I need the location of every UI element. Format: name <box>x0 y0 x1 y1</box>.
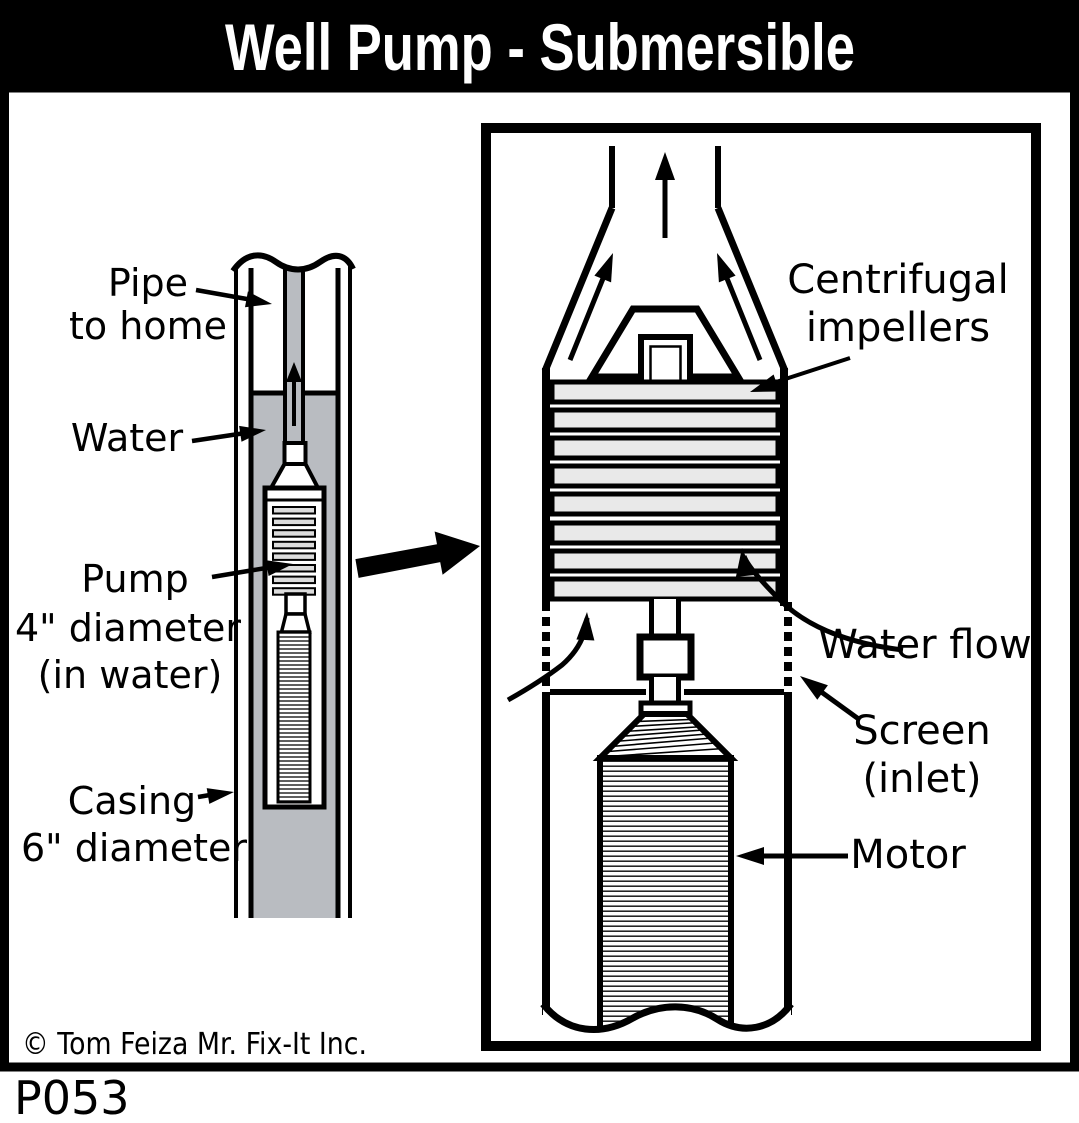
motor-label: Motor <box>850 832 966 878</box>
screen-leader-arrowhead <box>800 676 828 700</box>
content-border <box>0 83 1079 1072</box>
detail-callout-arrow <box>355 531 480 578</box>
pipe-leader-arrowhead <box>245 291 272 308</box>
pump-leader-arrowhead <box>266 560 293 576</box>
pump-leader-line <box>211 563 279 580</box>
well-overview-diagram: Pipe to home Water Pump 4" diameter (in … <box>15 252 480 918</box>
impeller-stack-small <box>272 506 316 596</box>
motor-body <box>597 755 734 1037</box>
motor-taper-small <box>279 612 312 634</box>
title-bar <box>0 0 1079 92</box>
pump-label-line2: 4" diameter <box>15 606 241 650</box>
screen-label-line1: Screen <box>853 708 991 754</box>
motor-leader-arrowhead <box>736 847 764 865</box>
check-valve-small <box>282 441 308 466</box>
pump-detail-diagram: Centrifugal impellers Water flow Screen … <box>481 123 1041 1051</box>
motor-neck-small <box>284 592 307 616</box>
pump-label-line3: (in water) <box>38 653 223 697</box>
left-labels: Pipe to home Water Pump 4" diameter (in … <box>15 261 293 870</box>
water-label: Water <box>71 416 184 460</box>
pump-shaft <box>636 599 695 717</box>
water-flow-leader-arrowhead <box>735 548 754 577</box>
well-casing <box>230 252 356 918</box>
inlet-flow-arrow <box>506 612 595 703</box>
figure-id: P053 <box>14 1071 130 1123</box>
casing-top-wavy-edge <box>230 252 356 273</box>
impellers-leader-arrowhead <box>750 374 780 392</box>
drop-pipe <box>283 268 305 443</box>
motor-small <box>276 630 312 804</box>
impeller-stack <box>542 368 788 606</box>
motor-assembly <box>592 711 739 1037</box>
impellers-leader-line <box>772 356 851 385</box>
water-flow-label: Water flow <box>818 622 1031 668</box>
casing-label-line1: Casing <box>68 779 196 823</box>
impellers-label-line1: Centrifugal <box>787 257 1009 303</box>
up-flow-arrow-small <box>286 362 302 426</box>
copyright: © Tom Feiza Mr. Fix-It Inc. <box>22 1027 367 1062</box>
screen-label-line2: (inlet) <box>862 756 981 802</box>
water-leader-arrowhead <box>239 425 266 442</box>
outlet-flow-arrow-left <box>567 253 613 361</box>
outlet-flow-arrow-center <box>655 152 675 238</box>
pipe-label-line2: to home <box>69 304 227 348</box>
detail-labels: Centrifugal impellers Water flow Screen … <box>735 257 1032 878</box>
outlet-flow-arrow-right <box>717 253 763 361</box>
casing-label-line2: 6" diameter <box>21 826 247 870</box>
page-title: Well Pump - Submersible <box>225 10 855 84</box>
casing-leader-arrowhead <box>206 788 234 804</box>
shaft-coupling <box>636 633 695 681</box>
bottom-wavy-edge <box>540 1001 794 1033</box>
outlet-pipe <box>541 146 789 373</box>
pump-unit-small <box>262 441 327 810</box>
screen-leader-line <box>818 688 862 723</box>
pipe-label-line1: Pipe <box>108 261 188 305</box>
discharge-head-notch-inner <box>649 345 682 386</box>
pump-label-line1: Pump <box>81 557 188 601</box>
water-flow-leader-curve <box>741 555 904 653</box>
impellers-label-line2: impellers <box>806 305 990 351</box>
